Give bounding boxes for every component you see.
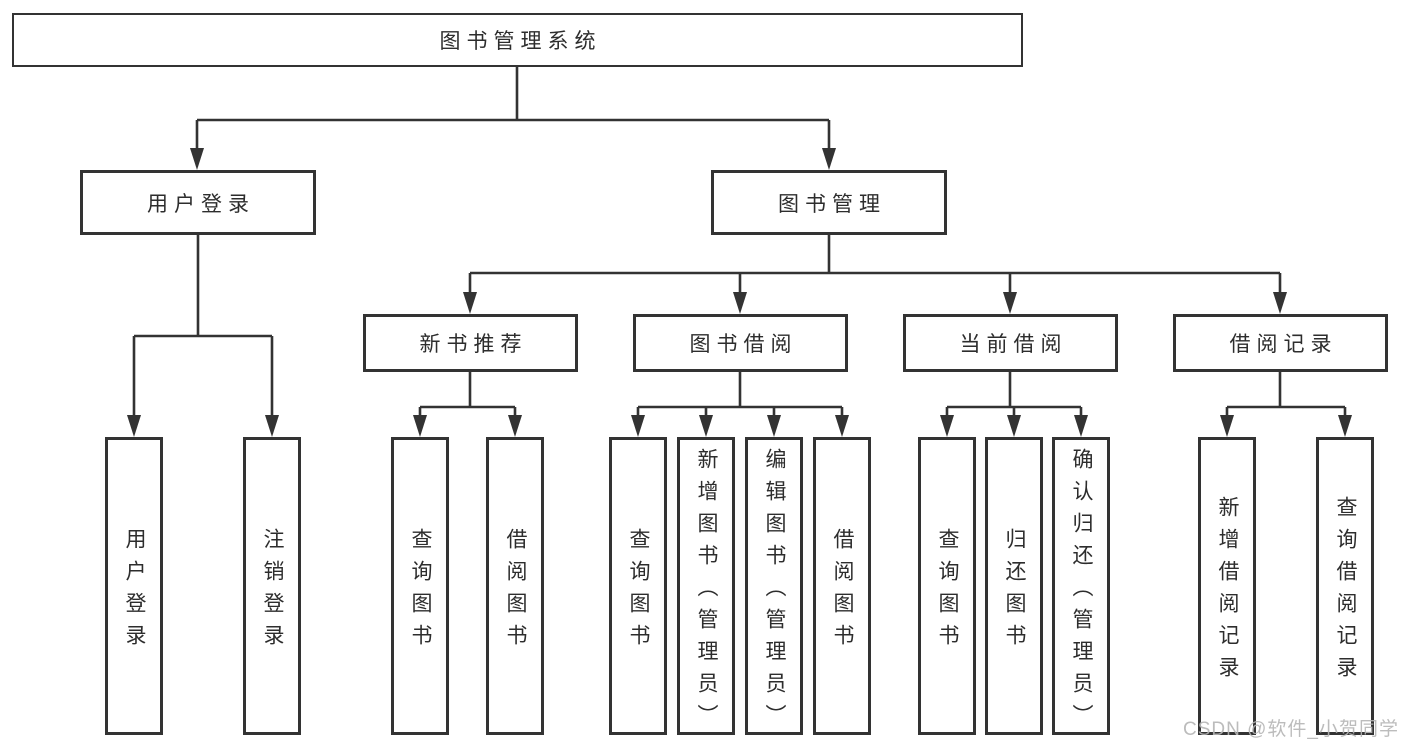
leaf-query-books-current-label: 查询图书: [936, 527, 959, 656]
leaf-edit-book-admin-label: 编辑图书（管理员）: [763, 447, 786, 736]
leaf-return-book-label: 归还图书: [1003, 527, 1026, 656]
leaf-query-books-borrow: 查询图书: [609, 437, 667, 735]
leaf-logout: 注销登录: [243, 437, 301, 735]
leaf-borrow-books: 借阅图书: [813, 437, 871, 735]
leaf-borrow-books-recommend-label: 借阅图书: [504, 527, 527, 656]
leaf-query-books-recommend-label: 查询图书: [409, 527, 432, 656]
node-current-borrowing: 当前借阅: [903, 314, 1118, 372]
current-borrowing-label: 当前借阅: [959, 333, 1068, 356]
book-management-label: 图书管理: [778, 192, 886, 216]
leaf-confirm-return-admin-label: 确认归还（管理员）: [1070, 447, 1093, 736]
leaf-return-book: 归还图书: [985, 437, 1043, 735]
leaf-add-borrow-record: 新增借阅记录: [1198, 437, 1256, 735]
leaf-edit-book-admin: 编辑图书（管理员）: [745, 437, 803, 736]
book-borrowing-label: 图书借阅: [689, 333, 798, 356]
node-borrowing-records: 借阅记录: [1173, 314, 1388, 372]
leaf-add-borrow-record-label: 新增借阅记录: [1216, 495, 1239, 688]
user-login-label: 用户登录: [147, 192, 255, 216]
leaf-user-login: 用户登录: [105, 437, 163, 735]
leaf-user-login-label: 用户登录: [123, 527, 146, 656]
node-user-login: 用户登录: [80, 170, 316, 235]
leaf-borrow-books-label: 借阅图书: [831, 527, 854, 656]
node-book-borrowing: 图书借阅: [633, 314, 848, 372]
leaf-add-book-admin: 新增图书（管理员）: [677, 437, 735, 736]
borrowing-records-label: 借阅记录: [1229, 333, 1338, 356]
leaf-add-book-admin-label: 新增图书（管理员）: [695, 447, 718, 736]
leaf-query-borrow-record-label: 查询借阅记录: [1334, 495, 1357, 688]
leaf-logout-label: 注销登录: [261, 527, 284, 656]
node-book-management: 图书管理: [711, 170, 947, 235]
new-book-recommendation-label: 新书推荐: [419, 333, 528, 356]
leaf-borrow-books-recommend: 借阅图书: [486, 437, 544, 735]
leaf-query-books-borrow-label: 查询图书: [627, 527, 650, 656]
leaf-confirm-return-admin: 确认归还（管理员）: [1052, 437, 1110, 736]
leaf-query-borrow-record: 查询借阅记录: [1316, 437, 1374, 735]
arrowheads: [127, 148, 1352, 437]
root-label: 图书管理系统: [439, 30, 602, 53]
node-new-book-recommendation: 新书推荐: [363, 314, 578, 372]
csdn-watermark: CSDN @软件_小贺同学: [1183, 719, 1399, 740]
node-root: 图书管理系统: [12, 13, 1023, 67]
leaf-query-books-current: 查询图书: [918, 437, 976, 735]
leaf-query-books-recommend: 查询图书: [391, 437, 449, 735]
